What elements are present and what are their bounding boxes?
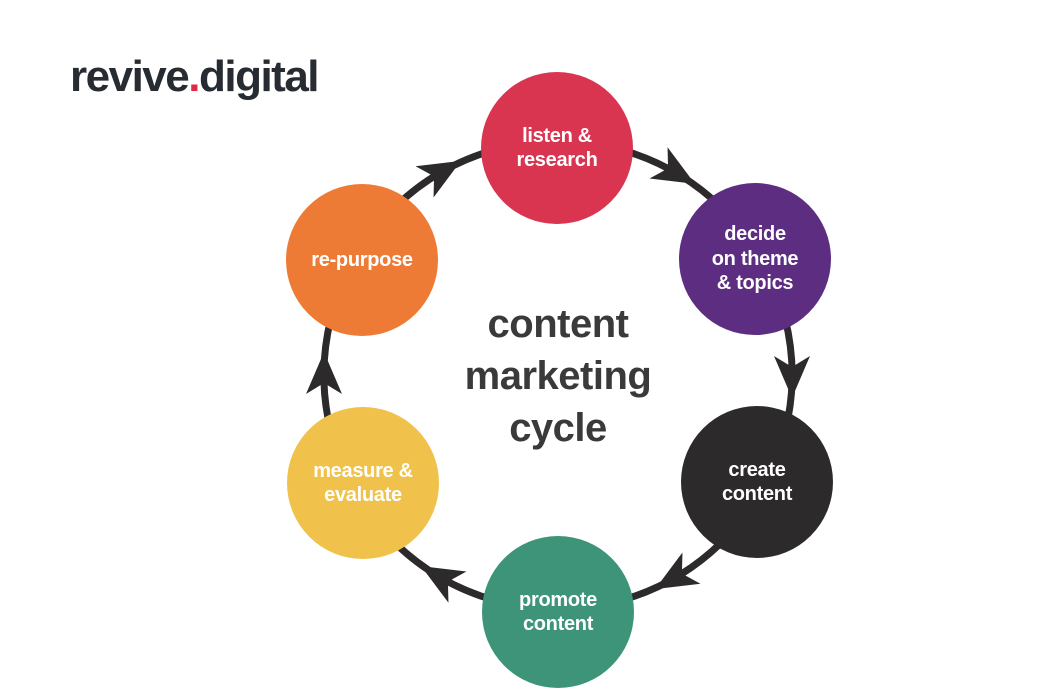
logo-text-digital: digital: [198, 52, 320, 101]
arrowhead-icon: [421, 566, 467, 603]
arrow-promote-to-measure: [391, 539, 497, 604]
arrowhead-icon: [415, 160, 461, 198]
step-label-decide-theme-topics: decide on theme & topics: [711, 223, 799, 295]
arrowhead-icon: [655, 552, 701, 590]
step-re-purpose: re-purpose: [286, 184, 438, 336]
step-measure-evaluate: measure & evaluate: [287, 407, 439, 559]
arrow-create-to-promote: [619, 539, 725, 604]
arrowhead-icon: [306, 352, 342, 394]
logo-text-revive: revive: [70, 52, 190, 101]
step-create-content: create content: [681, 406, 833, 558]
step-label-re-purpose: re-purpose: [311, 248, 413, 271]
step-label-listen-research: listen & research: [516, 124, 598, 171]
diagram-title: content marketing cycle: [464, 302, 652, 450]
step-label-measure-evaluate: measure & evaluate: [313, 459, 413, 506]
step-label-create-content: create content: [721, 458, 793, 505]
arrow-listen-to-decide: [619, 146, 725, 211]
step-decide-theme-topics: decide on theme & topics: [679, 183, 831, 335]
revive-digital-logo: revive.digital: [70, 52, 320, 102]
arrowhead-icon: [649, 147, 695, 184]
step-label-promote-content: promote content: [519, 588, 597, 635]
arrow-repurpose-to-listen: [391, 146, 497, 211]
step-promote-content: promote content: [482, 536, 634, 688]
arrowhead-icon: [774, 356, 810, 398]
logo-dot: .: [188, 52, 200, 101]
step-listen-research: listen & research: [481, 72, 633, 224]
